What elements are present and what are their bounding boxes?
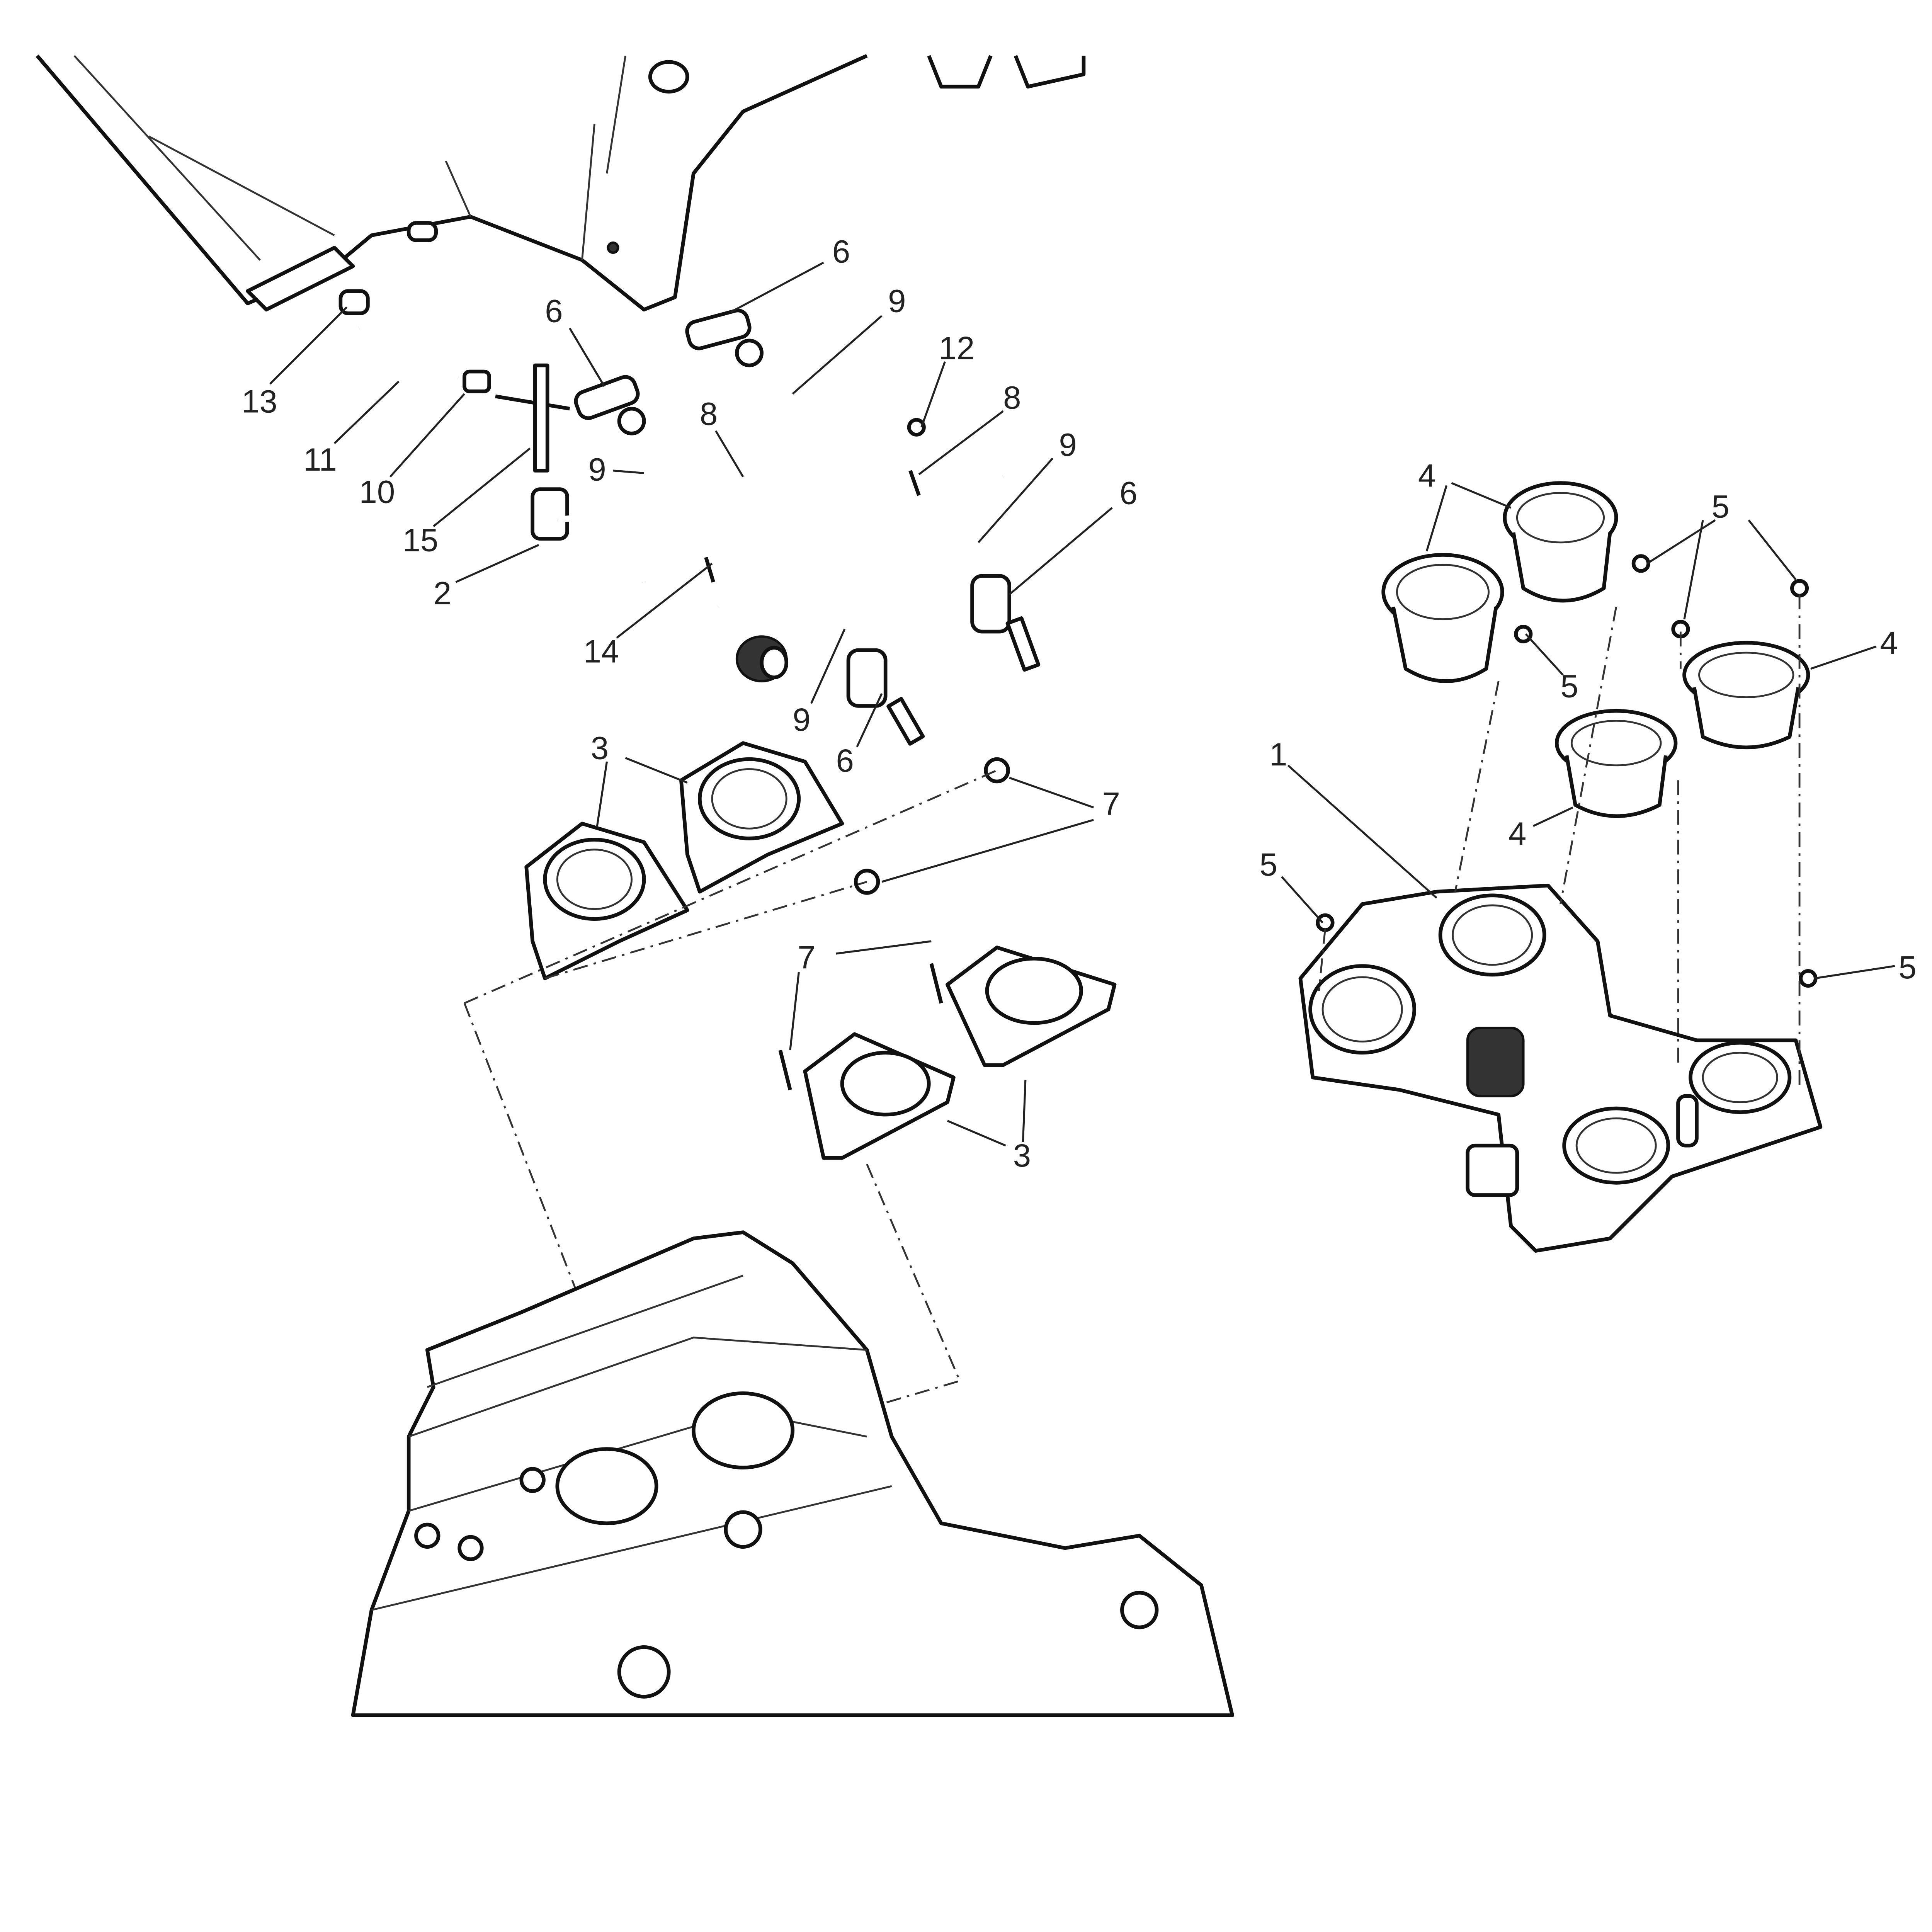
callout-10: 10	[359, 474, 395, 510]
velocity-stacks	[1316, 481, 1818, 988]
callout-5: 5	[1898, 949, 1916, 985]
callout-2: 2	[434, 575, 451, 611]
injector	[970, 574, 1041, 672]
callout-11: 11	[303, 442, 337, 478]
callout-8: 8	[1003, 380, 1021, 416]
callout-15: 15	[403, 522, 439, 558]
callout-3: 3	[591, 730, 609, 766]
callout-6: 6	[832, 233, 850, 269]
velocity-stack	[1682, 641, 1810, 750]
callout-7: 7	[798, 939, 815, 975]
callout-9: 9	[793, 702, 810, 738]
intake-boot	[524, 821, 689, 980]
callout-5: 5	[1560, 668, 1578, 704]
velocity-stack	[1503, 481, 1618, 603]
callout-14: 14	[583, 634, 619, 670]
injector	[574, 375, 646, 435]
injector	[685, 308, 764, 367]
callouts: 13 11 10 15 2 6 6 9 12 8 8 9 9 6 14 9 6 …	[242, 233, 1917, 1173]
callout-7: 7	[1102, 786, 1120, 822]
velocity-stack	[1555, 709, 1678, 818]
callout-13: 13	[242, 383, 277, 419]
intake-boot	[679, 741, 844, 894]
leader-lines	[269, 262, 1895, 1147]
callout-5: 5	[1260, 847, 1277, 883]
engine-block	[351, 1230, 1234, 1717]
callout-6: 6	[1119, 475, 1137, 511]
fuel-rail-assembly	[338, 289, 1005, 683]
callout-8: 8	[700, 396, 718, 432]
callout-4: 4	[1509, 816, 1526, 852]
callout-6: 6	[545, 293, 563, 329]
callout-4: 4	[1880, 625, 1898, 661]
injectors	[574, 308, 1041, 746]
callout-9: 9	[588, 452, 606, 488]
frame-part	[36, 54, 1086, 312]
exploded-parts-diagram: 13 11 10 15 2 6 6 9 12 8 8 9 9 6 14 9 6 …	[36, 54, 1917, 1717]
callout-6: 6	[836, 743, 854, 779]
callout-1: 1	[1269, 736, 1287, 772]
callout-5: 5	[1711, 489, 1729, 525]
callout-9: 9	[888, 283, 906, 319]
intake-gasket	[803, 1032, 956, 1160]
velocity-stack	[1381, 553, 1504, 683]
callout-4: 4	[1418, 458, 1436, 494]
intake-gasket	[946, 946, 1117, 1067]
throttle-body-assembly	[1298, 883, 1823, 1253]
injector	[846, 648, 925, 746]
callout-9: 9	[1059, 427, 1077, 463]
callout-12: 12	[939, 330, 975, 366]
callout-3: 3	[1013, 1138, 1031, 1173]
